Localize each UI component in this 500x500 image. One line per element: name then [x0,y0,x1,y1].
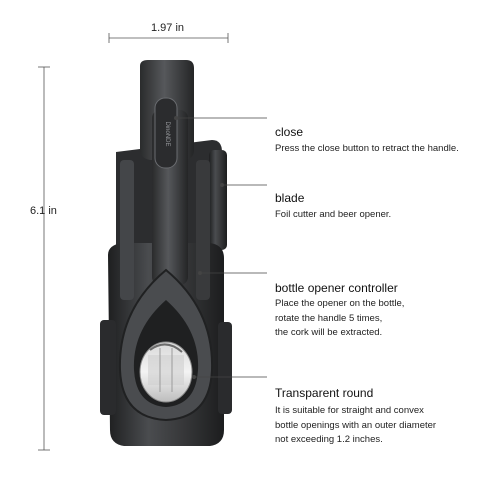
callout-controller-desc: Place the opener on the bottle, rotate t… [275,298,405,339]
callout-close-desc: Press the close button to retract the ha… [275,143,459,154]
callout-blade-title: blade [275,191,305,205]
callout-blade-desc: Foil cutter and beer opener. [275,209,392,220]
device-logo: DinoNDE [164,121,170,146]
callout-transparent-desc: It is suitable for straight and convex b… [275,405,437,446]
width-dimension [108,33,229,43]
callout-controller-title: bottle opener controller [275,281,398,295]
width-label: 1.97 in [151,22,185,34]
height-label: 6.1 in [30,205,57,217]
height-dimension [38,66,50,451]
callout-transparent-title: Transparent round [275,386,374,400]
callout-close-title: close [275,125,304,139]
leader-lines [173,116,267,379]
wine-opener-device: DinoNDE [100,60,232,446]
